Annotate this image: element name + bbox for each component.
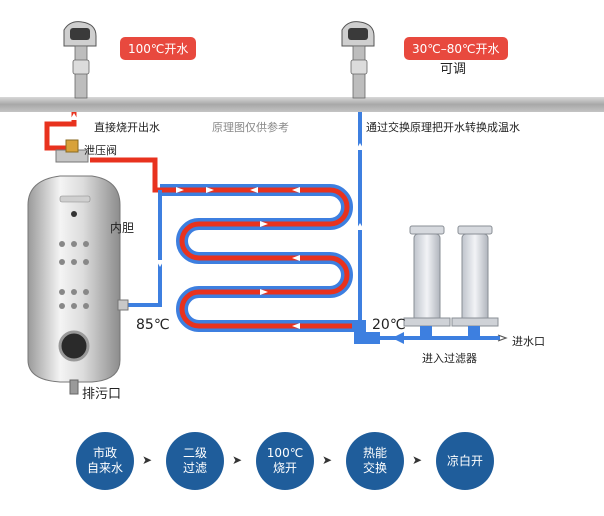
flow-step-cool: 凉白开 bbox=[436, 432, 494, 490]
direct-boil-label: 直接烧开出水 bbox=[94, 121, 160, 134]
water-tank bbox=[27, 139, 129, 395]
flow-arrow-icon: ➤ bbox=[322, 453, 333, 467]
hot-pipe-from-tank bbox=[90, 157, 158, 190]
adjustable-label: 可调 bbox=[440, 62, 467, 77]
inlet-label: 进水口 bbox=[512, 335, 545, 348]
principle-note: 原理图仅供参考 bbox=[212, 121, 289, 134]
faucet-right-icon bbox=[341, 21, 375, 99]
warm-arrow-up bbox=[356, 143, 364, 150]
warm-arrow-up-2 bbox=[356, 223, 364, 230]
filter-left bbox=[403, 225, 451, 338]
exchange-note: 通过交换原理把开水转换成温水 bbox=[366, 121, 520, 134]
filter-right bbox=[451, 225, 499, 338]
inner-tank-label: 内胆 bbox=[110, 221, 135, 235]
faucet-left-icon bbox=[63, 21, 97, 99]
flow-step-exchange: 热能 交换 bbox=[346, 432, 404, 490]
hot-water-badge: 100℃开水 bbox=[120, 37, 197, 60]
hot-serpentine bbox=[152, 160, 352, 329]
relief-valve-label: 泄压阀 bbox=[84, 144, 117, 157]
inlet-marker bbox=[497, 334, 508, 342]
hot-arrow-up bbox=[70, 113, 78, 120]
flow-arrow-icon: ➤ bbox=[412, 453, 423, 467]
flow-arrow-icon: ➤ bbox=[142, 453, 153, 467]
warm-water-badge: 30℃–80℃开水 bbox=[404, 37, 508, 60]
flow-step-filter: 二级 过滤 bbox=[166, 432, 224, 490]
drain-label: 排污口 bbox=[82, 387, 122, 402]
flow-step-boil: 100℃ 烧开 bbox=[256, 432, 314, 490]
into-filter-label: 进入过滤器 bbox=[422, 352, 477, 365]
temp-20-label: 20℃ bbox=[372, 317, 406, 333]
flow-step-municipal: 市政 自来水 bbox=[76, 432, 134, 490]
tank-inlet-arrow bbox=[156, 260, 164, 267]
temp-85-label: 85℃ bbox=[136, 317, 170, 333]
inlet-arrow-left bbox=[392, 332, 404, 344]
flow-arrows bbox=[176, 187, 300, 329]
main-pipe bbox=[0, 97, 604, 112]
tank-inlet-pipe bbox=[118, 190, 162, 307]
flow-arrow-icon: ➤ bbox=[232, 453, 243, 467]
